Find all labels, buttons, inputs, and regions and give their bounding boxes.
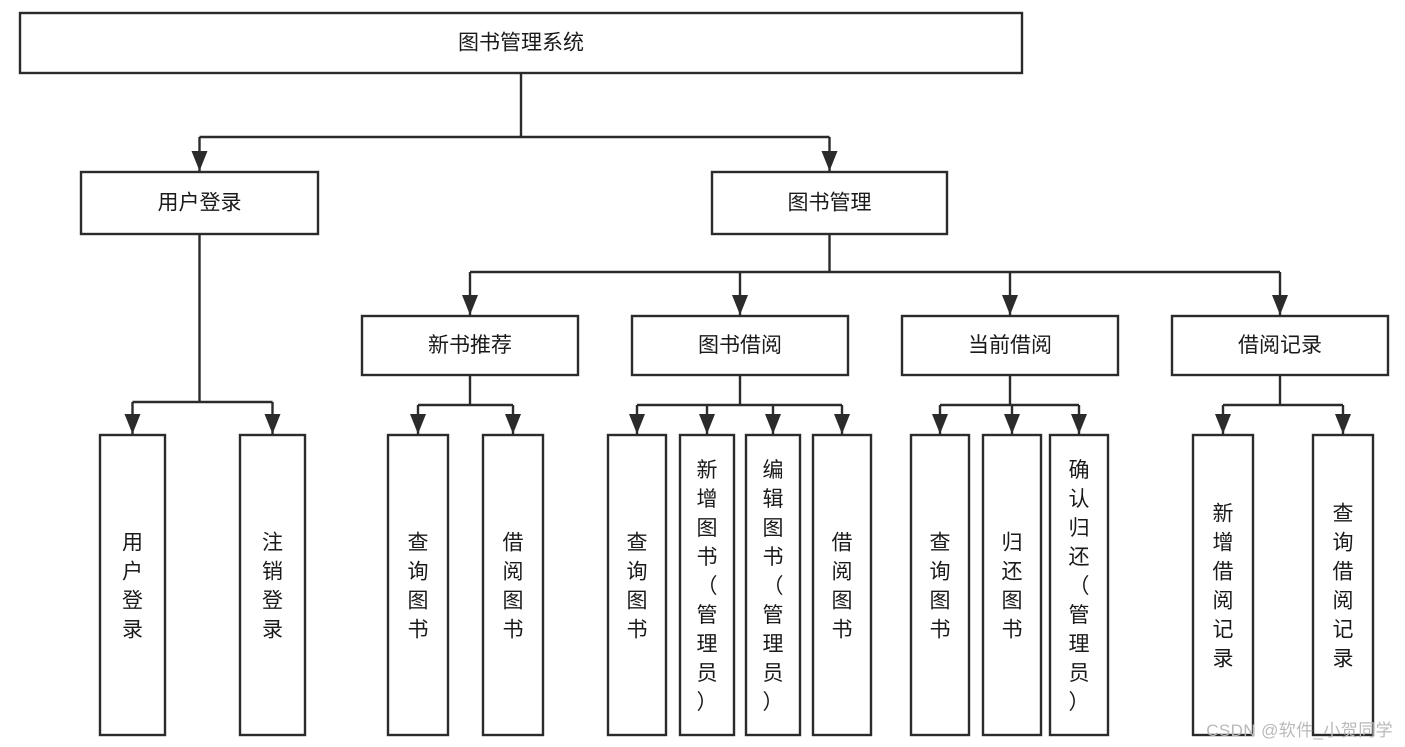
leaf-node-1[interactable]: 注销登录: [238, 433, 307, 737]
level2-node-3[interactable]: 借阅记录: [1170, 314, 1390, 377]
level2-1-to-leaves-arrow-1: [699, 414, 715, 434]
leaf-node-6[interactable]: 编辑图书（管理员）: [744, 433, 802, 737]
level2-node-0[interactable]: 新书推荐: [360, 314, 580, 377]
leaf-node-10-label: 确认归还（管理员）: [1069, 459, 1090, 714]
leaf-node-5[interactable]: 新增图书（管理员）: [678, 433, 736, 737]
leaf-node-12[interactable]: 查询借阅记录: [1311, 433, 1375, 737]
leaf-node-8-label: 查询图书: [930, 532, 951, 642]
tushuguanli-to-level2-arrow-1: [732, 295, 748, 315]
level2-node-0-box[interactable]: [360, 314, 580, 377]
tushuguanli-to-level2-arrow-2: [1002, 295, 1018, 315]
leaf-node-12-box[interactable]: [1311, 433, 1375, 737]
leaf-node-1-box[interactable]: [238, 433, 307, 737]
level2-node-3-box[interactable]: [1170, 314, 1390, 377]
tushuguanli-to-level2-arrow-3: [1272, 295, 1288, 315]
level1-node-0-box[interactable]: [79, 170, 320, 236]
yonghudenglu-to-leaves-arrow-1: [264, 414, 281, 434]
level1-node-0-label: 用户登录: [158, 192, 242, 215]
level2-node-2[interactable]: 当前借阅: [900, 314, 1120, 377]
root-node-tushu-guanli-xitong-box[interactable]: [18, 11, 1024, 75]
level2-2-to-leaves-arrow-2: [1071, 414, 1087, 434]
leaf-node-11-label: 新增借阅记录: [1213, 503, 1234, 671]
level2-1-to-leaves-arrow-2: [765, 414, 781, 434]
level1-node-1[interactable]: 图书管理: [710, 170, 949, 236]
yonghudenglu-to-leaves-arrow-0: [124, 414, 141, 434]
connectors-layer: [124, 73, 1351, 434]
level2-1-to-leaves-arrow-3: [834, 414, 850, 434]
tushuguanli-to-level2-arrow-0: [462, 295, 478, 315]
leaf-node-11-box[interactable]: [1191, 433, 1255, 737]
leaf-node-7-label: 借阅图书: [832, 532, 853, 642]
leaf-node-9-label: 归还图书: [1002, 532, 1023, 642]
nodes-layer: 图书管理系统用户登录图书管理新书推荐图书借阅当前借阅借阅记录用户登录注销登录查询…: [18, 11, 1390, 737]
level2-node-2-label: 当前借阅: [968, 334, 1052, 357]
leaf-node-4-label: 查询图书: [627, 532, 648, 642]
leaf-node-3-box[interactable]: [481, 433, 545, 737]
watermark-label: CSDN @软件_小贺同学: [1206, 721, 1393, 740]
leaf-node-0[interactable]: 用户登录: [98, 433, 167, 737]
level2-node-0-label: 新书推荐: [428, 334, 512, 357]
leaf-node-10-box[interactable]: [1048, 433, 1110, 737]
level1-node-0[interactable]: 用户登录: [79, 170, 320, 236]
leaf-node-12-label: 查询借阅记录: [1333, 503, 1354, 671]
level2-3-to-leaves-arrow-0: [1215, 414, 1231, 434]
root-to-level1-arrow-1: [821, 151, 838, 171]
level2-node-1-label: 图书借阅: [698, 334, 782, 357]
leaf-node-5-label: 新增图书（管理员）: [697, 459, 718, 714]
level2-node-2-box[interactable]: [900, 314, 1120, 377]
level1-node-1-label: 图书管理: [788, 192, 872, 215]
leaf-node-0-box[interactable]: [98, 433, 167, 737]
leaf-node-8[interactable]: 查询图书: [909, 433, 971, 737]
level2-0-to-leaves-arrow-0: [410, 414, 426, 434]
leaf-node-9-box[interactable]: [981, 433, 1043, 737]
leaf-node-4[interactable]: 查询图书: [606, 433, 668, 737]
level1-node-1-box[interactable]: [710, 170, 949, 236]
leaf-node-8-box[interactable]: [909, 433, 971, 737]
leaf-node-5-box[interactable]: [678, 433, 736, 737]
level2-3-to-leaves-arrow-1: [1335, 414, 1351, 434]
leaf-node-9[interactable]: 归还图书: [981, 433, 1043, 737]
leaf-node-3[interactable]: 借阅图书: [481, 433, 545, 737]
level2-2-to-leaves-arrow-0: [932, 414, 948, 434]
leaf-node-1-label: 注销登录: [262, 532, 283, 642]
level2-node-1-box[interactable]: [630, 314, 850, 377]
leaf-node-7[interactable]: 借阅图书: [811, 433, 873, 737]
level2-node-3-label: 借阅记录: [1238, 334, 1322, 357]
level2-2-to-leaves-arrow-1: [1004, 414, 1020, 434]
level2-0-to-leaves-arrow-1: [505, 414, 521, 434]
leaf-node-6-label: 编辑图书（管理员）: [763, 459, 784, 714]
level2-1-to-leaves-arrow-0: [629, 414, 645, 434]
leaf-node-3-label: 借阅图书: [503, 532, 524, 642]
leaf-node-6-box[interactable]: [744, 433, 802, 737]
root-to-level1-arrow-0: [191, 151, 208, 171]
level2-node-1[interactable]: 图书借阅: [630, 314, 850, 377]
root-node-tushu-guanli-xitong[interactable]: 图书管理系统: [18, 11, 1024, 75]
leaf-node-0-label: 用户登录: [122, 532, 143, 642]
leaf-node-2-box[interactable]: [386, 433, 450, 737]
leaf-node-2-label: 查询图书: [408, 532, 429, 642]
leaf-node-7-box[interactable]: [811, 433, 873, 737]
leaf-node-4-box[interactable]: [606, 433, 668, 737]
leaf-node-10[interactable]: 确认归还（管理员）: [1048, 433, 1110, 737]
leaf-node-2[interactable]: 查询图书: [386, 433, 450, 737]
root-node-tushu-guanli-xitong-label: 图书管理系统: [458, 32, 584, 55]
leaf-node-11[interactable]: 新增借阅记录: [1191, 433, 1255, 737]
